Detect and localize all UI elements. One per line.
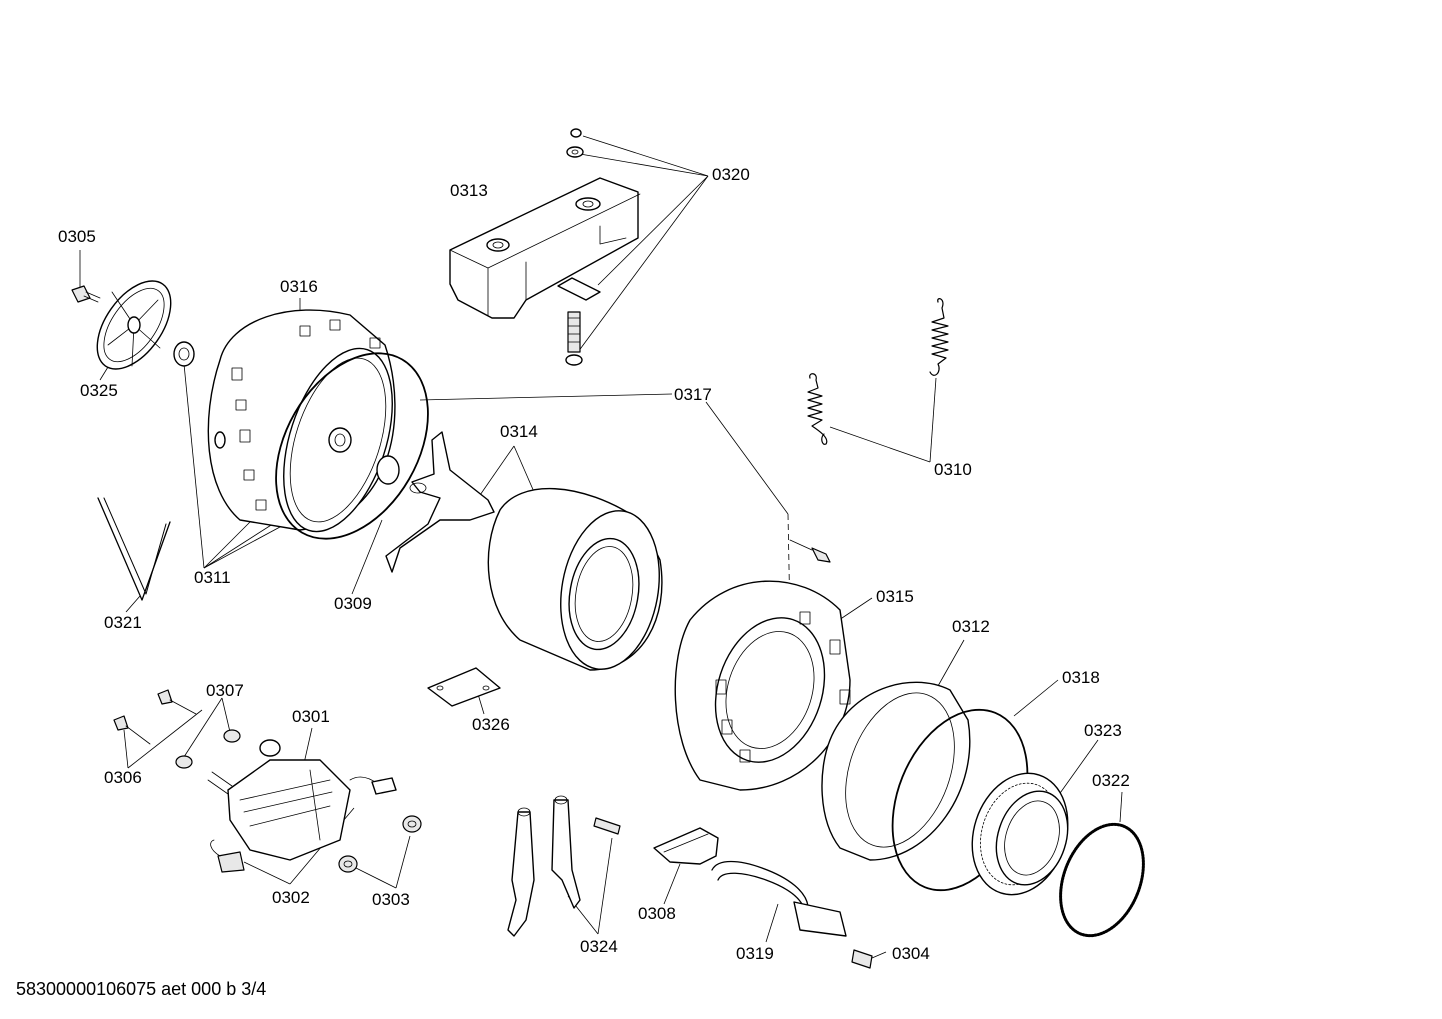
label-0318: 0318 (1062, 668, 1100, 687)
drive-belt-drawing (97, 497, 171, 601)
label-0305: 0305 (58, 227, 96, 246)
clip-bracket-drawing (653, 827, 719, 865)
label-0321: 0321 (104, 613, 142, 632)
label-0302: 0302 (272, 888, 310, 907)
label-0325: 0325 (80, 381, 118, 400)
label-0312: 0312 (952, 617, 990, 636)
hardware-set-drawing (557, 128, 601, 366)
label-0322: 0322 (1092, 771, 1130, 790)
cross-arm-drawing (385, 431, 495, 573)
document-reference-footer: 58300000106075 aet 000 b 3/4 (16, 979, 267, 999)
label-0308: 0308 (638, 904, 676, 923)
label-0310: 0310 (934, 460, 972, 479)
label-0314: 0314 (500, 422, 538, 441)
rear-tub-drawing (207, 309, 400, 533)
part-labels: 0320 0313 0305 0316 0325 0317 0314 0310 … (58, 165, 1130, 963)
label-0309: 0309 (334, 594, 372, 613)
label-0324: 0324 (580, 937, 618, 956)
label-0303: 0303 (372, 890, 410, 909)
label-0313: 0313 (450, 181, 488, 200)
label-0315: 0315 (876, 587, 914, 606)
label-0317: 0317 (674, 385, 712, 404)
plate-0326-drawing (427, 667, 501, 707)
front-tub-drawing (674, 580, 851, 791)
label-0306: 0306 (104, 768, 142, 787)
support-bracket-drawing (449, 177, 641, 319)
heater-element-drawing (711, 860, 847, 937)
pulley-drawing (96, 280, 172, 370)
label-0320: 0320 (712, 165, 750, 184)
motor-drawing (207, 739, 397, 861)
temp-sensor-drawing (851, 949, 873, 969)
label-0316: 0316 (280, 277, 318, 296)
door-ring-drawing (971, 772, 1069, 896)
screw-0317-drawing (787, 513, 831, 621)
label-0326: 0326 (472, 715, 510, 734)
label-0311: 0311 (194, 568, 231, 587)
screw-0305-drawing (71, 285, 101, 303)
drum-drawing (487, 487, 663, 671)
clamp-ring-drawing (1059, 822, 1145, 938)
bearing-drawing (173, 341, 195, 367)
label-0319: 0319 (736, 944, 774, 963)
label-0307: 0307 (206, 681, 244, 700)
screws-0306-0307-drawing (113, 689, 241, 769)
tub-gasket-drawing (275, 352, 429, 540)
front-cover-drawing (821, 681, 971, 861)
springs-drawing (807, 298, 949, 445)
label-0304: 0304 (892, 944, 930, 963)
label-0301: 0301 (292, 707, 330, 726)
shock-absorbers-drawing (507, 795, 621, 937)
label-0323: 0323 (1084, 721, 1122, 740)
bushings-drawing (338, 815, 422, 873)
carbon-brush-drawing (210, 839, 245, 873)
